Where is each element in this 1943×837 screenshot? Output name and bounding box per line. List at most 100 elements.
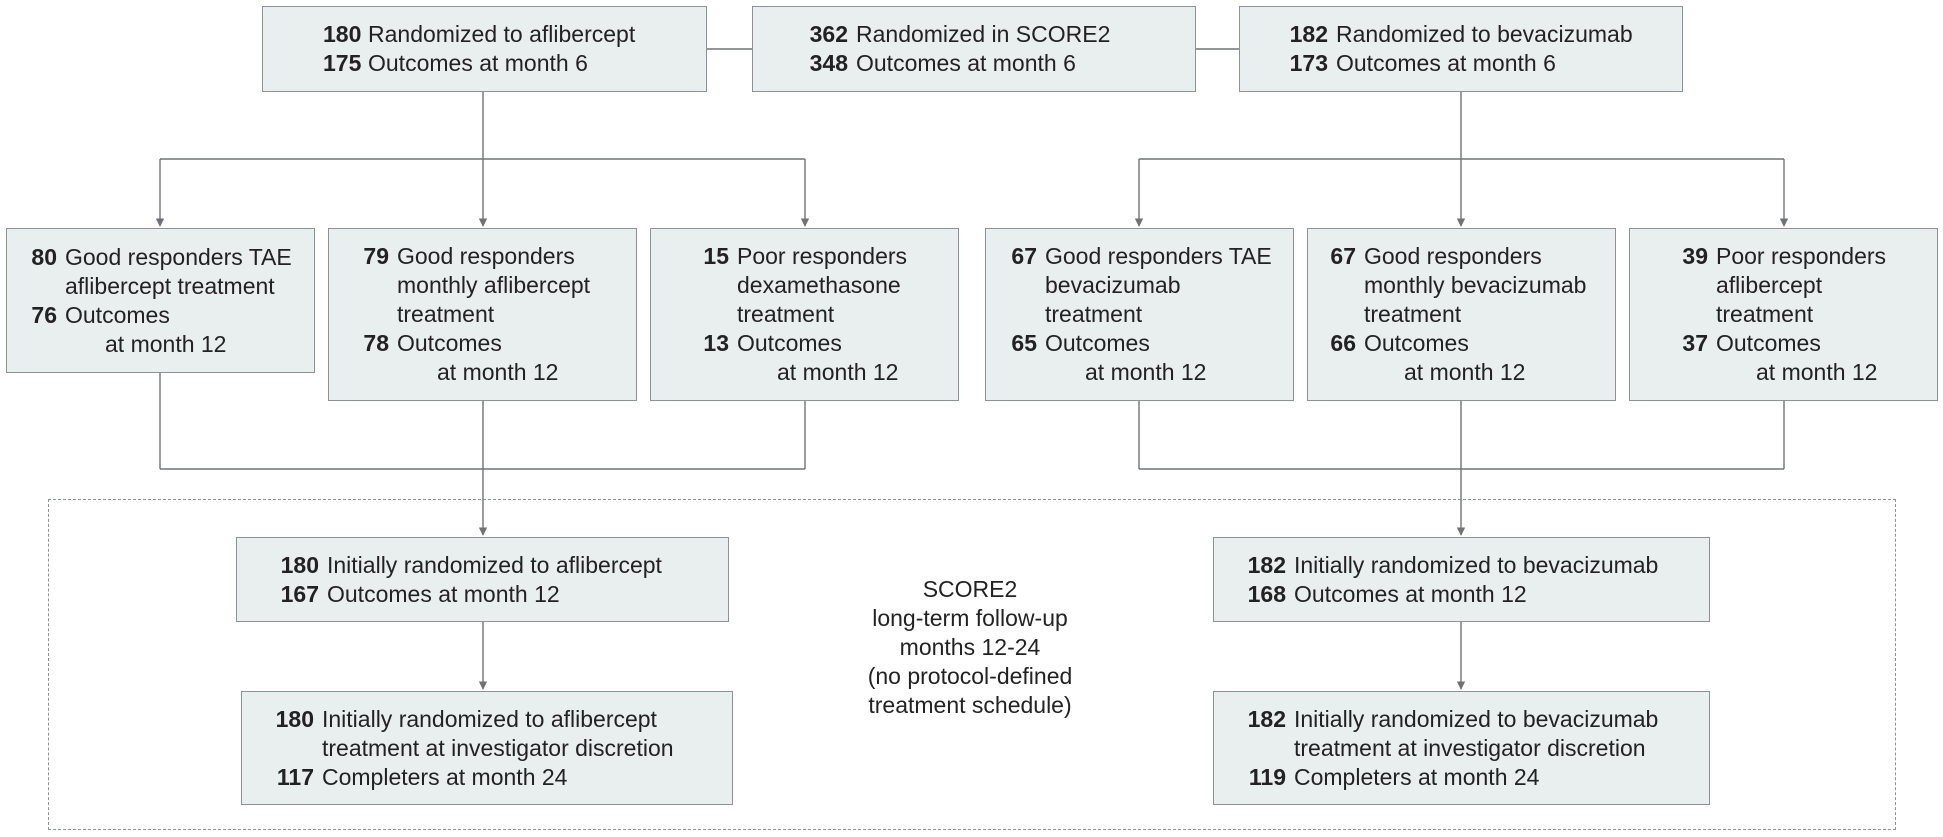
box-line: at month 12	[329, 358, 636, 387]
followup-label-line: long-term follow-up	[872, 605, 1068, 631]
box-line: 67 Good responders	[1308, 242, 1615, 271]
followup-label-line: (no protocol-defined	[867, 663, 1073, 689]
line-text: Completers at month 24	[1294, 764, 1540, 790]
followup-label-line: SCORE2	[922, 576, 1018, 602]
box-line: monthly aflibercept	[329, 271, 636, 300]
count-value: 37	[1682, 330, 1708, 356]
box-line: aflibercept treatment	[7, 272, 314, 301]
line-text: at month 12	[1756, 359, 1878, 385]
box-line: 180 Initially randomized to aflibercept	[237, 551, 728, 580]
count-value: 180	[280, 552, 319, 578]
line-text: Good responders	[1364, 243, 1542, 269]
box-line: at month 12	[651, 358, 958, 387]
line-text: monthly aflibercept	[397, 272, 591, 298]
followup-label: SCORE2 long-term follow-up months 12-24 …	[840, 575, 1100, 720]
box-line: 13 Outcomes	[651, 329, 958, 358]
box-followup-aflibercept-m12: 180 Initially randomized to aflibercept 16…	[236, 537, 729, 622]
count-value: 15	[703, 243, 729, 269]
box-line: treatment	[1630, 300, 1937, 329]
box-line: at month 12	[1630, 358, 1937, 387]
line-text: Outcomes	[737, 330, 842, 356]
count-value: 80	[31, 244, 57, 270]
box-line: treatment	[986, 300, 1293, 329]
line-text: Initially randomized to aflibercept	[322, 706, 657, 732]
line-text: treatment at investigator discretion	[322, 735, 674, 761]
line-text: aflibercept	[1716, 272, 1823, 298]
line-text: Randomized to bevacizumab	[1336, 21, 1633, 47]
line-text: treatment at investigator discretion	[1294, 735, 1646, 761]
box-line: 37 Outcomes	[1630, 329, 1937, 358]
line-text: Randomized in SCORE2	[856, 21, 1111, 47]
line-text: Outcomes	[1045, 330, 1150, 356]
box-line: aflibercept	[1630, 271, 1937, 300]
line-text: at month 12	[1085, 359, 1207, 385]
box-line: dexamethasone	[651, 271, 958, 300]
box-line: treatment at investigator discretion	[1214, 734, 1709, 763]
line-text: Poor responders	[737, 243, 908, 269]
count-value: 167	[280, 581, 319, 607]
line-text: dexamethasone	[737, 272, 901, 298]
line-text: aflibercept treatment	[65, 273, 275, 299]
line-text: at month 12	[105, 331, 227, 357]
line-text: Outcomes at month 6	[1336, 50, 1556, 76]
count-value: 119	[1248, 764, 1286, 790]
line-text: Initially randomized to bevacizumab	[1294, 552, 1659, 578]
count-value: 78	[363, 330, 389, 356]
box-line: bevacizumab	[986, 271, 1293, 300]
line-text: at month 12	[437, 359, 559, 385]
count-value: 65	[1011, 330, 1037, 356]
count-value: 13	[703, 330, 729, 356]
box-line: 117 Completers at month 24	[242, 763, 732, 792]
line-text: bevacizumab	[1045, 272, 1181, 298]
line-text: at month 12	[777, 359, 899, 385]
box-line: 119 Completers at month 24	[1214, 763, 1709, 792]
count-value: 180	[323, 21, 362, 47]
followup-label-line: treatment schedule)	[868, 692, 1072, 718]
line-text: Completers at month 24	[322, 764, 568, 790]
count-value: 362	[809, 21, 848, 47]
count-value: 117	[276, 764, 314, 790]
line-text: Poor responders	[1716, 243, 1887, 269]
line-text: Outcomes	[1716, 330, 1821, 356]
line-text: treatment	[397, 301, 495, 327]
line-text: Outcomes at month 12	[327, 581, 560, 607]
line-text: Outcomes at month 6	[368, 50, 588, 76]
line-text: Good responders	[397, 243, 575, 269]
box-line: at month 12	[7, 330, 314, 359]
box-line: 15 Poor responders	[651, 242, 958, 271]
line-text: treatment	[737, 301, 835, 327]
line-text: Initially randomized to bevacizumab	[1294, 706, 1659, 732]
count-value: 67	[1330, 243, 1356, 269]
line-text: Outcomes	[1364, 330, 1469, 356]
box-line: treatment	[651, 300, 958, 329]
line-text: Initially randomized to aflibercept	[327, 552, 662, 578]
line-text: treatment	[1045, 301, 1143, 327]
count-value: 348	[809, 50, 848, 76]
box-line: treatment	[329, 300, 636, 329]
box-line: treatment at investigator discretion	[242, 734, 732, 763]
box-line: at month 12	[986, 358, 1293, 387]
count-value: 182	[1247, 552, 1286, 578]
